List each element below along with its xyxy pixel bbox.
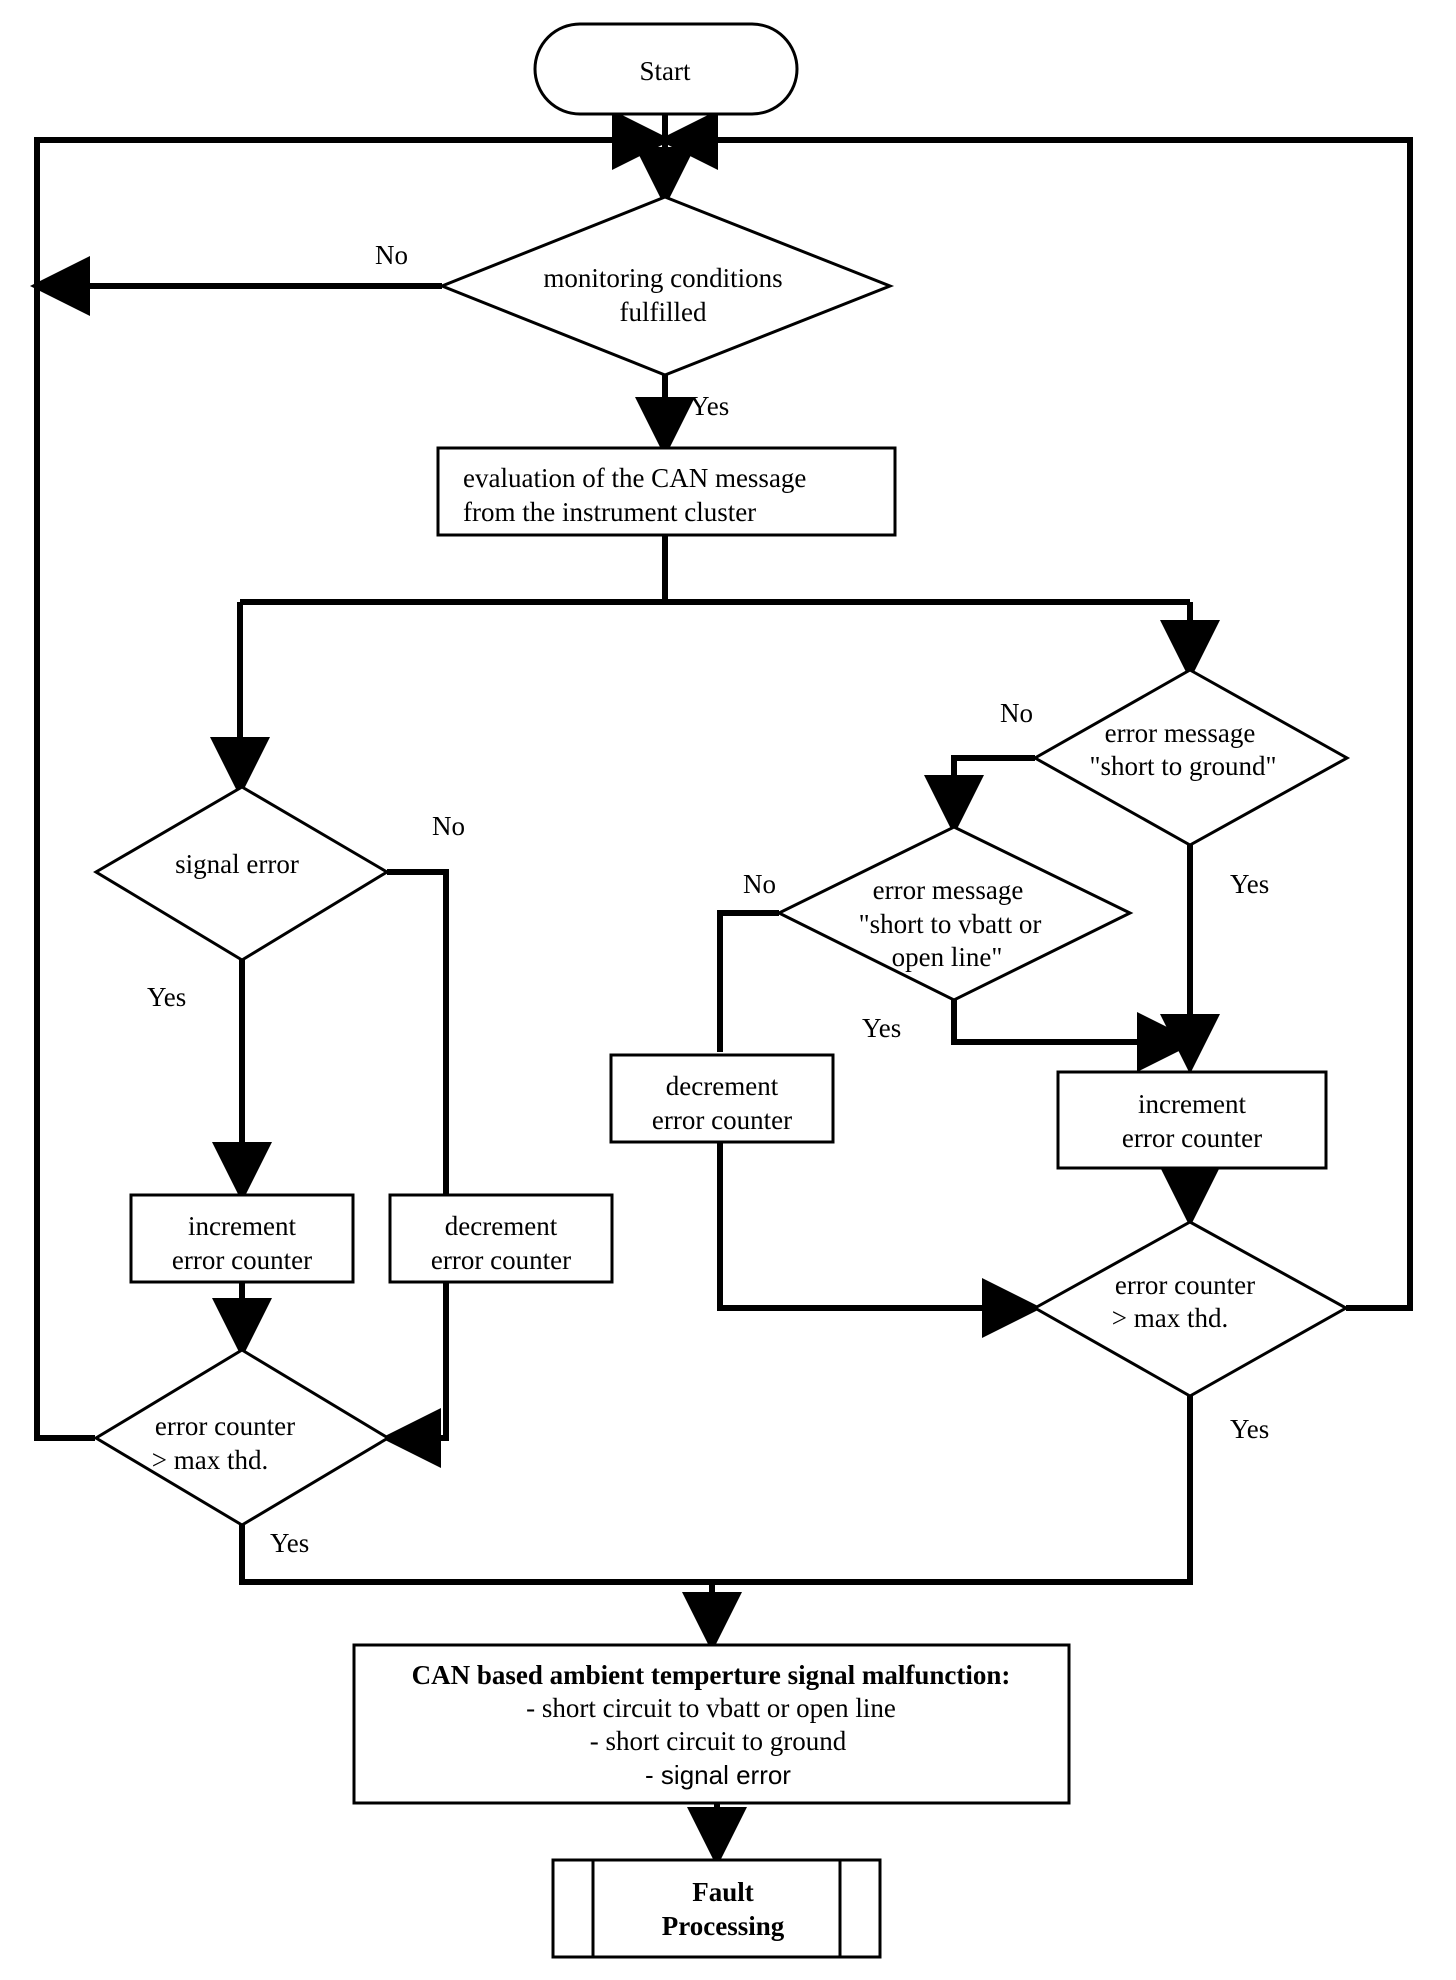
signal-error-decision: signal error (93, 785, 390, 962)
fault-label-line-1: Fault (692, 1877, 754, 1907)
left-threshold-label-line-2: > max thd. (152, 1445, 268, 1475)
left-decrement-process: decrement error counter (388, 1193, 614, 1284)
short-to-vbatt-label-line-1: error message (873, 875, 1024, 905)
short-to-ground-yes-label: Yes (1230, 869, 1269, 899)
left-threshold-decision: error counter > max thd. (93, 1348, 391, 1527)
malfunction-item-3: - signal error (645, 1760, 791, 1790)
start-label: Start (640, 56, 691, 86)
right-decrement-label-line-1: decrement (666, 1071, 779, 1101)
left-increment-process: increment error counter (129, 1193, 355, 1284)
monitoring-yes-label: Yes (690, 391, 729, 421)
monitoring-label-line-1: monitoring conditions (543, 263, 782, 293)
right-increment-label-line-2: error counter (1122, 1123, 1262, 1153)
connector-short-vbatt-yes (951, 1000, 1197, 1072)
short-to-vbatt-no-label: No (743, 869, 776, 899)
connectors (29, 110, 1413, 1867)
fault-label-line-2: Processing (662, 1911, 785, 1941)
right-increment-process: increment error counter (1056, 1070, 1328, 1170)
short-to-ground-no-label: No (1000, 698, 1033, 728)
short-to-ground-label-line-2: "short to ground" (1089, 751, 1276, 781)
left-increment-label-line-1: increment (188, 1211, 296, 1241)
connector-signal-error-no (387, 869, 449, 1195)
connector-right-threshold-yes (712, 1396, 1193, 1585)
left-decrement-label-line-1: decrement (445, 1211, 558, 1241)
connector-left-threshold-yes (239, 1525, 712, 1585)
left-decrement-label-line-2: error counter (431, 1245, 571, 1275)
connector-evaluation-split (240, 535, 1190, 605)
malfunction-item-1: - short circuit to vbatt or open line (526, 1693, 896, 1723)
evaluation-label-line-1: evaluation of the CAN message (463, 463, 806, 493)
monitoring-decision: monitoring conditions fulfilled (437, 195, 895, 377)
monitoring-label-line-2: fulfilled (620, 297, 707, 327)
connector-right-loop (658, 110, 1413, 1311)
signal-error-yes-label: Yes (147, 982, 186, 1012)
left-threshold-label-line-1: error counter (155, 1411, 295, 1441)
left-increment-label-line-2: error counter (172, 1245, 312, 1275)
right-threshold-label-line-2: > max thd. (1112, 1303, 1228, 1333)
right-threshold-decision: error counter > max thd. (1031, 1220, 1350, 1398)
right-threshold-yes-label: Yes (1230, 1414, 1269, 1444)
short-to-vbatt-label-line-3: open line" (892, 942, 1003, 972)
short-to-vbatt-yes-label: Yes (862, 1013, 901, 1043)
fault-processing-box: Fault Processing (551, 1858, 882, 1959)
connector-right-decrement-to-threshold (717, 1139, 1042, 1338)
evaluation-process: evaluation of the CAN message from the i… (436, 446, 897, 537)
right-threshold-label-line-1: error counter (1115, 1270, 1255, 1300)
connector-short-ground-no (924, 755, 1035, 835)
short-to-vbatt-decision: error message "short to vbatt or open li… (775, 825, 1134, 1002)
short-to-ground-label-line-1: error message (1105, 718, 1256, 748)
start-terminator: Start (533, 22, 799, 116)
right-decrement-process: decrement error counter (609, 1053, 835, 1144)
evaluation-label-line-2: from the instrument cluster (463, 497, 756, 527)
signal-error-label: signal error (175, 849, 299, 879)
connector-short-vbatt-no (717, 910, 779, 1052)
right-decrement-label-line-2: error counter (652, 1105, 792, 1135)
right-increment-label-line-1: increment (1138, 1089, 1246, 1119)
malfunction-box: CAN based ambient temperture signal malf… (352, 1643, 1071, 1805)
malfunction-item-2: - short circuit to ground (590, 1726, 847, 1756)
short-to-ground-decision: error message "short to ground" (1031, 668, 1351, 847)
edge-labels: No Yes No Yes Yes No Yes No Yes Yes (147, 240, 1269, 1558)
malfunction-title: CAN based ambient temperture signal malf… (412, 1660, 1011, 1690)
left-threshold-yes-label: Yes (270, 1528, 309, 1558)
connector-left-loop (34, 110, 672, 1441)
signal-error-no-label: No (432, 811, 465, 841)
monitoring-no-label: No (375, 240, 408, 270)
connector-left-decrement-to-threshold (381, 1282, 449, 1468)
short-to-vbatt-label-line-2: "short to vbatt or (859, 909, 1042, 939)
